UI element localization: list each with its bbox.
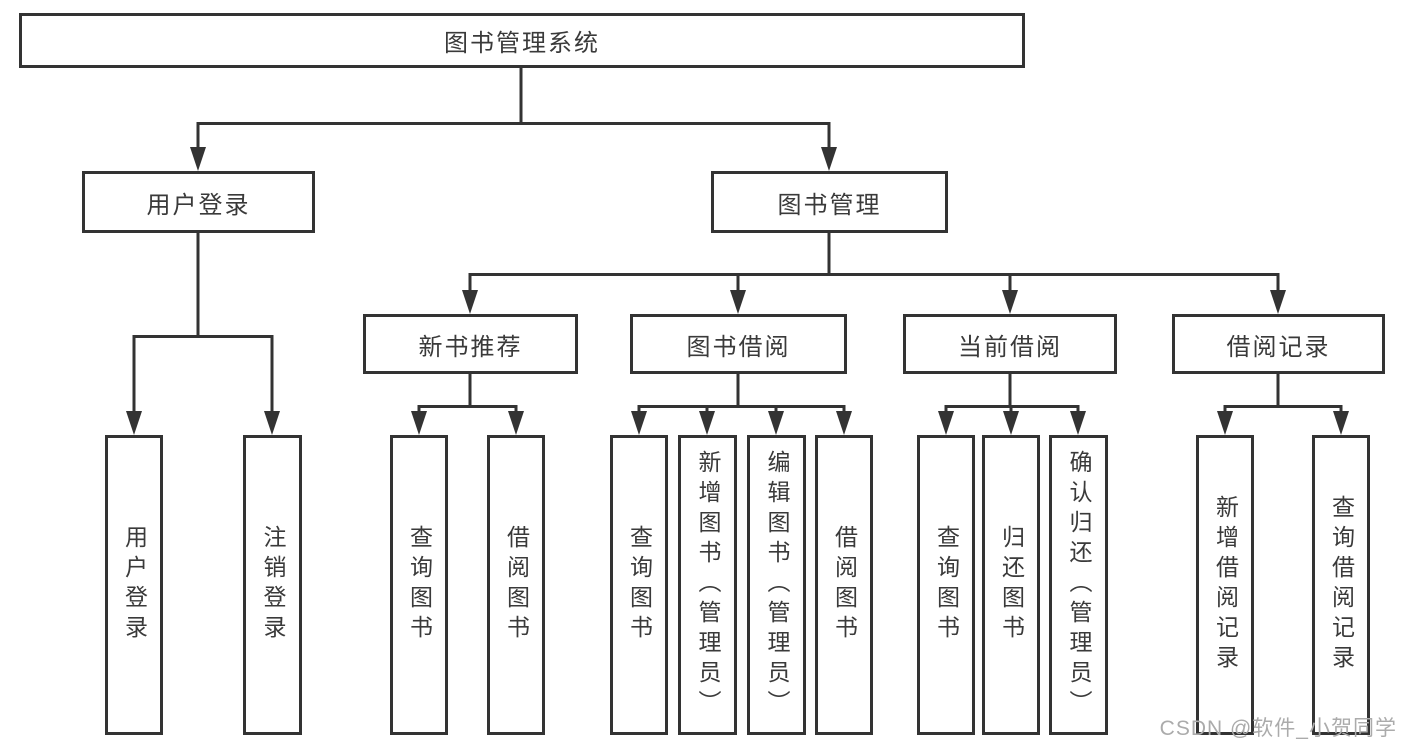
node-borrow-records: 借阅记录: [1172, 314, 1385, 374]
leaf-borrow-books: 借阅图书: [815, 435, 873, 735]
leaf-label: 确认归还（管理员）: [1066, 450, 1092, 720]
leaf-query-borrow-record: 查询借阅记录: [1312, 435, 1370, 735]
leaf-label: 查询图书: [933, 525, 960, 645]
node-user-login-branch: 用户登录: [82, 171, 315, 233]
node-new-book-recommend: 新书推荐: [363, 314, 578, 374]
leaf-edit-books-admin: 编辑图书（管理员）: [747, 435, 806, 735]
leaf-label: 归还图书: [998, 525, 1025, 645]
leaf-query-books-borrow: 查询图书: [610, 435, 668, 735]
node-book-borrow: 图书借阅: [630, 314, 847, 374]
leaf-query-books-current: 查询图书: [917, 435, 975, 735]
leaf-logout: 注销登录: [243, 435, 302, 735]
leaf-confirm-return-admin: 确认归还（管理员）: [1049, 435, 1108, 735]
leaf-label: 查询图书: [626, 525, 653, 645]
leaf-label: 注销登录: [260, 525, 286, 645]
leaf-label: 查询图书: [406, 525, 433, 645]
leaf-label: 用户登录: [121, 525, 148, 645]
leaf-add-borrow-record: 新增借阅记录: [1196, 435, 1254, 735]
csdn-watermark: CSDN @软件_小贺同学: [1159, 717, 1397, 740]
leaf-query-books-recommend: 查询图书: [390, 435, 448, 735]
leaf-label: 借阅图书: [503, 525, 530, 645]
leaf-borrow-books-recommend: 借阅图书: [487, 435, 545, 735]
node-root-library-system: 图书管理系统: [19, 13, 1025, 68]
leaf-return-books: 归还图书: [982, 435, 1040, 735]
leaf-label: 新增借阅记录: [1212, 495, 1239, 675]
node-book-management-branch: 图书管理: [711, 171, 948, 233]
leaf-user-login: 用户登录: [105, 435, 163, 735]
leaf-label: 查询借阅记录: [1328, 495, 1355, 675]
leaf-label: 借阅图书: [831, 525, 858, 645]
leaf-label: 编辑图书（管理员）: [764, 450, 790, 720]
leaf-add-books-admin: 新增图书（管理员）: [678, 435, 737, 735]
node-current-borrow: 当前借阅: [903, 314, 1117, 374]
leaf-label: 新增图书（管理员）: [695, 450, 721, 720]
